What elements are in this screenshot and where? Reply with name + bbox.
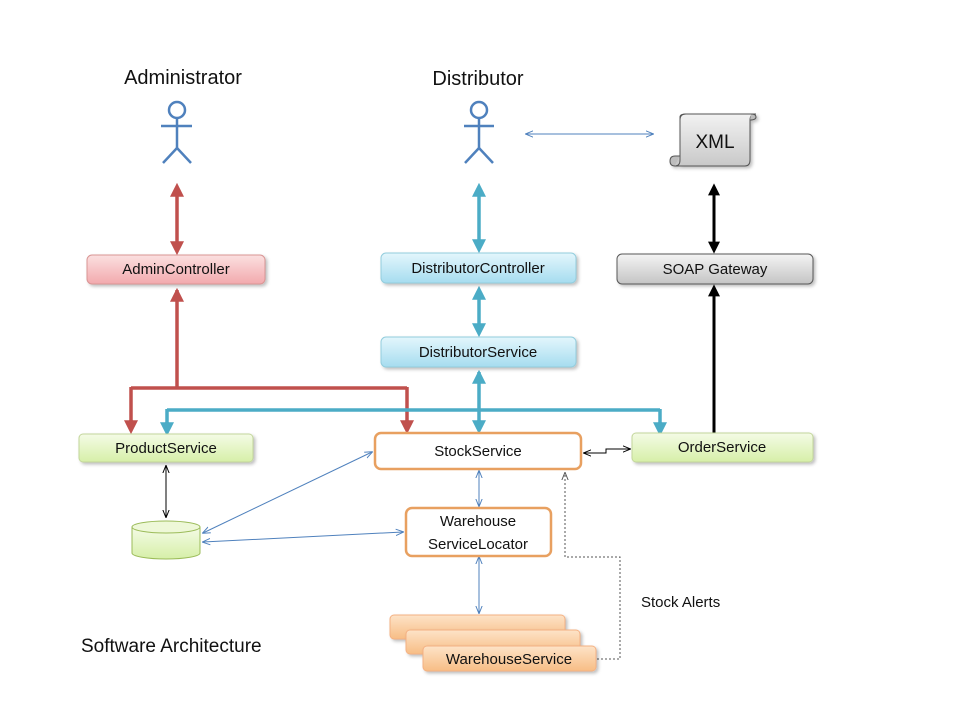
distributor-controller-box[interactable]: DistributorController (380, 252, 577, 284)
administrator-actor-icon (161, 100, 192, 164)
administrator-label: Administrator (124, 67, 242, 89)
xml-label: XML (695, 132, 734, 153)
database-icon (131, 520, 201, 560)
soap-gateway-box[interactable]: SOAP Gateway (616, 253, 814, 285)
distributor-controller-label: DistributorController (411, 260, 544, 277)
distributor-actor-icon (464, 100, 494, 164)
warehouse-service-stack[interactable]: WarehouseService (389, 614, 597, 672)
admin-to-services-connector (129, 290, 409, 430)
db-stock-connector (203, 452, 372, 533)
admin-controller-label: AdminController (122, 261, 230, 278)
warehouse-service-label: WarehouseService (446, 651, 572, 668)
xml-scroll-icon (669, 113, 757, 167)
stock-order-connector (584, 449, 630, 453)
order-service-label: OrderService (678, 439, 766, 456)
soap-gateway-label: SOAP Gateway (663, 261, 768, 278)
product-service-label: ProductService (115, 440, 217, 457)
distributor-to-services-connector (165, 372, 662, 430)
warehouse-service-locator-label-line2: ServiceLocator (428, 536, 528, 553)
warehouse-service-locator-box[interactable]: Warehouse ServiceLocator (404, 506, 553, 558)
distributor-service-box[interactable]: DistributorService (380, 336, 577, 368)
diagram-caption: Software Architecture (81, 636, 262, 657)
distributor-service-label: DistributorService (419, 344, 537, 361)
stock-alerts-label: Stock Alerts (641, 594, 720, 611)
order-service-box[interactable]: OrderService (631, 432, 814, 463)
warehouse-service-locator-label-line1: Warehouse (440, 513, 516, 530)
stock-alerts-connector (565, 473, 621, 660)
distributor-label: Distributor (432, 68, 523, 90)
stock-service-box[interactable]: StockService (373, 431, 583, 471)
product-service-box[interactable]: ProductService (78, 433, 254, 463)
stock-service-label: StockService (434, 443, 522, 460)
admin-controller-box[interactable]: AdminController (86, 254, 266, 285)
db-locator-connector (203, 532, 403, 542)
